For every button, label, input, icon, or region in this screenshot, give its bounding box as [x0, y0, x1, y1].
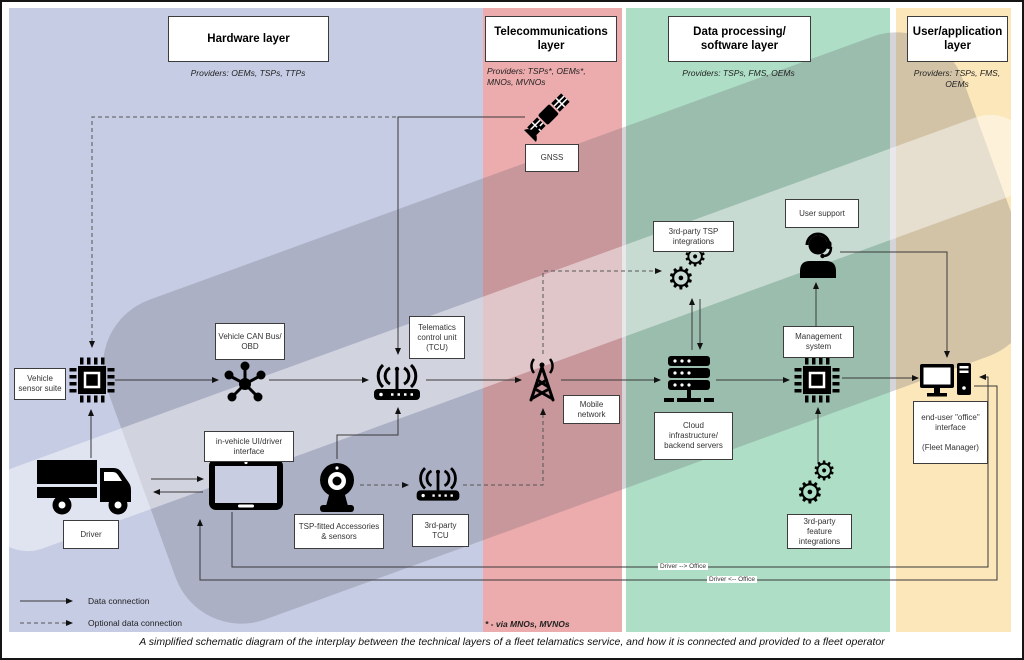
legend-optional-data-connection: Optional data connection	[88, 618, 183, 628]
desktop-computer-icon	[919, 362, 975, 405]
providers-telecom: Providers: TSPs*, OEMs*, MNOs, MVNOs	[487, 66, 586, 88]
diagram-caption: A simplified schematic diagram of the in…	[139, 636, 885, 648]
headset-person-icon	[795, 230, 841, 287]
gears-icon: ⚙ ⚙	[796, 456, 837, 511]
providers-data: Providers: TSPs, FMS, OEMs	[682, 68, 795, 78]
label-cloud-infrastructure: Cloud infrastructure/ backend servers	[654, 412, 733, 460]
label-management-system: Management system	[783, 326, 854, 358]
label-vehicle-sensor-suite: Vehicle sensor suite	[14, 368, 66, 400]
hub-node-icon	[222, 358, 268, 409]
providers-user: Providers: TSPs, FMS, OEMs	[913, 68, 1001, 90]
truck-icon	[35, 454, 147, 521]
header-telecom-layer: Telecommunications layer	[485, 16, 617, 62]
footnote-mno-mvno: * - via MNOs, MVNOs	[485, 619, 570, 629]
wifi-router-icon	[412, 460, 464, 511]
cpu-chip-icon	[793, 356, 841, 409]
label-driver: Driver	[63, 520, 119, 549]
label-in-vehicle-ui: in-vehicle UI/driver interface	[204, 431, 294, 462]
flow-label-office-to-driver: Driver <-- Office	[707, 576, 757, 584]
wifi-router-icon	[369, 358, 425, 409]
cpu-chip-icon	[68, 356, 116, 409]
radio-tower-icon	[518, 356, 566, 409]
legend-data-connection: Data connection	[88, 596, 150, 606]
label-end-user-office: end-user "office" interface (Fleet Manag…	[913, 401, 988, 464]
label-user-support: User support	[785, 199, 859, 228]
gears-icon: ⚙ ⚙	[667, 242, 708, 297]
label-mobile-network: Mobile network	[563, 395, 620, 424]
user-layer-column	[896, 8, 1011, 632]
server-stack-icon	[664, 354, 714, 411]
label-vehicle-can-bus: Vehicle CAN Bus/ OBD	[215, 323, 285, 360]
providers-hardware: Providers: OEMs, TSPs, TTPs	[190, 68, 306, 78]
label-gnss: GNSS	[525, 144, 579, 172]
header-user-layer: User/application layer	[907, 16, 1008, 62]
label-feature-integrations: 3rd-party feature integrations	[787, 514, 852, 549]
label-third-party-tcu: 3rd-party TCU	[412, 514, 469, 547]
telematics-layers-diagram: ⚙ ⚙ ⚙ ⚙	[9, 8, 1011, 632]
flow-label-driver-to-office: Driver --> Office	[658, 563, 708, 571]
label-telematics-control-unit: Telematics control unit (TCU)	[409, 316, 465, 359]
header-data-layer: Data processing/ software layer	[668, 16, 811, 62]
webcam-icon	[315, 460, 359, 519]
header-hardware-layer: Hardware layer	[168, 16, 329, 62]
connection-lines	[20, 116, 998, 626]
label-tsp-accessories: TSP-fitted Accessories & sensors	[294, 514, 384, 549]
satellite-icon	[518, 90, 576, 153]
tablet-icon	[208, 458, 284, 517]
label-tsp-integrations: 3rd-party TSP integrations	[653, 221, 734, 252]
